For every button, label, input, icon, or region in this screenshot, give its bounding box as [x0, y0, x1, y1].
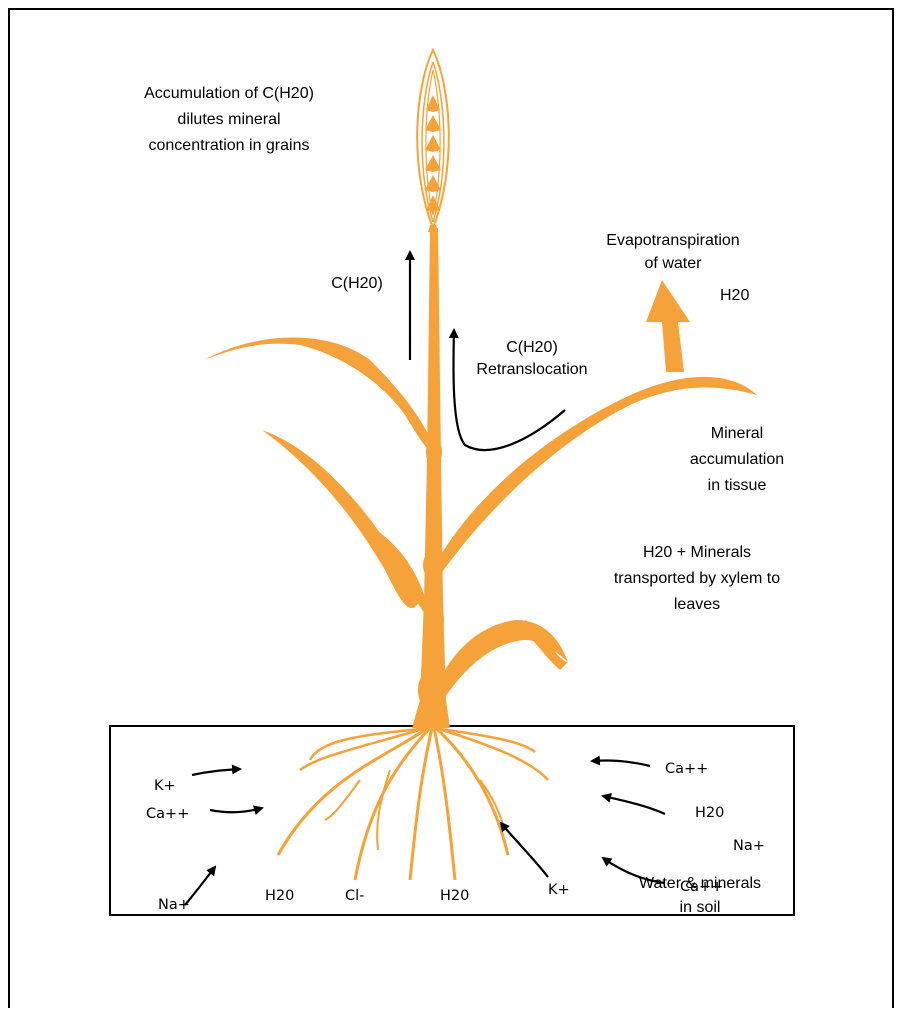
ion-ca-right-top: Ca++ — [665, 761, 708, 777]
ion-ca-right-bottom: Ca++ — [680, 879, 723, 895]
grain-label-line1: Accumulation of C(H20) — [144, 85, 314, 102]
retrans-label-line1: C(H20) — [506, 339, 558, 356]
grain-label-line2: dilutes mineral — [177, 111, 280, 128]
ion-cl: Cl- — [345, 888, 364, 904]
arrow-ca-left — [210, 808, 262, 812]
ion-h2o-1: H20 — [265, 888, 294, 904]
arrow-k-left — [192, 769, 240, 775]
soil-label-line2: in soil — [680, 899, 721, 916]
ion-k-mid: K+ — [548, 882, 570, 898]
evaporation-arrow — [646, 280, 690, 372]
ion-na-left: Na+ — [158, 897, 190, 913]
arrow-ca-right-top — [592, 761, 650, 766]
ion-na-right: Na+ — [733, 838, 765, 854]
xylem-label-line2: transported by xylem to — [614, 570, 780, 587]
evap-h2o-label: H20 — [720, 287, 749, 304]
ion-ca-left: Ca++ — [146, 806, 189, 822]
roots — [278, 728, 548, 880]
ion-h2o-right: H20 — [695, 805, 724, 821]
xylem-label-line1: H20 + Minerals — [643, 544, 751, 561]
upper-labels: Accumulation of C(H20) dilutes mineral c… — [144, 85, 784, 916]
mineral-label-line1: Mineral — [711, 425, 763, 442]
xylem-label-line3: leaves — [674, 596, 720, 613]
evap-label-line1: Evapotranspiration — [606, 232, 739, 249]
wheat-plant — [204, 50, 757, 880]
ion-h2o-2: H20 — [440, 888, 469, 904]
arrow-h2o-right — [603, 796, 665, 814]
mineral-label-line3: in tissue — [708, 477, 767, 494]
mineral-label-line2: accumulation — [690, 451, 784, 468]
evap-label-line2: of water — [645, 255, 703, 272]
ion-k-left: K+ — [154, 778, 176, 794]
stem-ch2o-label: C(H20) — [331, 275, 383, 292]
wheat-grain-head — [417, 50, 449, 232]
retrans-label-line2: Retranslocation — [476, 361, 587, 378]
grain-label-line3: concentration in grains — [149, 137, 310, 154]
